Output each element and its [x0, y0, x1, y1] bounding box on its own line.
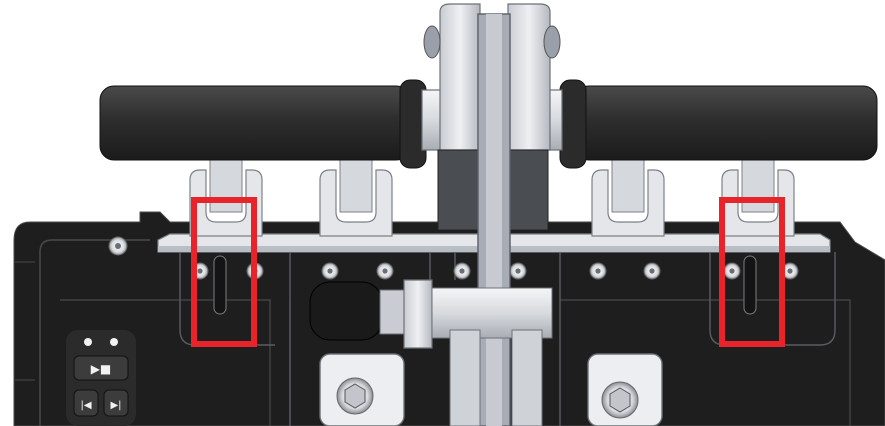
lower-mounts — [319, 329, 663, 426]
play-pause-button[interactable] — [73, 355, 129, 381]
corner-screw — [108, 236, 128, 256]
right-slot-highlight — [719, 197, 785, 347]
indicator-dot-right-icon — [110, 338, 118, 346]
slot-features — [213, 255, 757, 315]
play-pause-icon: ▶■ — [91, 362, 112, 376]
handle-grip — [99, 79, 878, 169]
indicator-dot-left-icon — [84, 338, 92, 346]
clevis-bracket — [591, 155, 665, 237]
skip-back-icon: |◀ — [80, 400, 91, 411]
screw-icon — [723, 262, 741, 280]
skip-forward-icon: ▶| — [110, 400, 121, 411]
screw-icon — [643, 262, 661, 280]
clevis-bracket — [319, 155, 393, 237]
screw-icon — [376, 262, 394, 280]
screw-icon — [589, 262, 607, 280]
skip-back-button[interactable] — [73, 389, 99, 417]
skip-forward-button[interactable] — [103, 389, 129, 417]
media-control-pad: ▶■ |◀ ▶| — [66, 330, 136, 426]
left-slot-highlight — [191, 197, 257, 347]
screw-icon — [453, 262, 471, 280]
screw-icon — [321, 262, 339, 280]
screw-icon — [509, 262, 527, 280]
